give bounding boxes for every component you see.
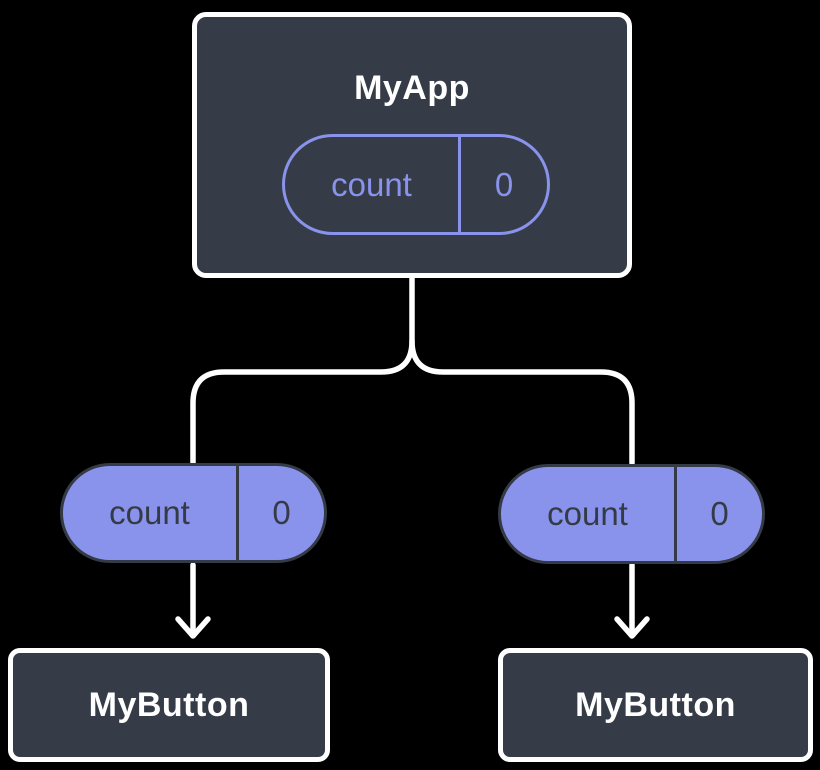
arrow-down-right-head [614,616,650,639]
prop-pill-right: count 0 [498,464,765,564]
state-pill-label: count [331,165,412,203]
child-node-mybutton-left: MyButton [8,648,330,762]
prop-pill-left-label: count [109,494,190,531]
state-pill: count 0 [282,134,550,235]
child-node-left-title: MyButton [88,685,250,724]
root-node-myapp: MyApp count 0 [192,12,632,278]
prop-pill-right-divider [674,467,677,561]
prop-pill-right-value: 0 [710,495,729,532]
state-pill-value: 0 [494,165,514,203]
prop-pill-left-value: 0 [272,494,291,531]
child-node-mybutton-right: MyButton [498,648,813,762]
fork-connector-left [190,273,415,466]
prop-pill-left: count 0 [60,463,327,563]
prop-pill-left-divider [236,466,239,560]
root-node-title: MyApp [354,69,470,107]
arrow-down-left-head [175,616,211,639]
child-node-right-title: MyButton [575,685,736,724]
prop-pill-right-label: count [547,495,628,532]
state-pill-divider [458,137,461,232]
fork-connector-right [409,338,635,466]
